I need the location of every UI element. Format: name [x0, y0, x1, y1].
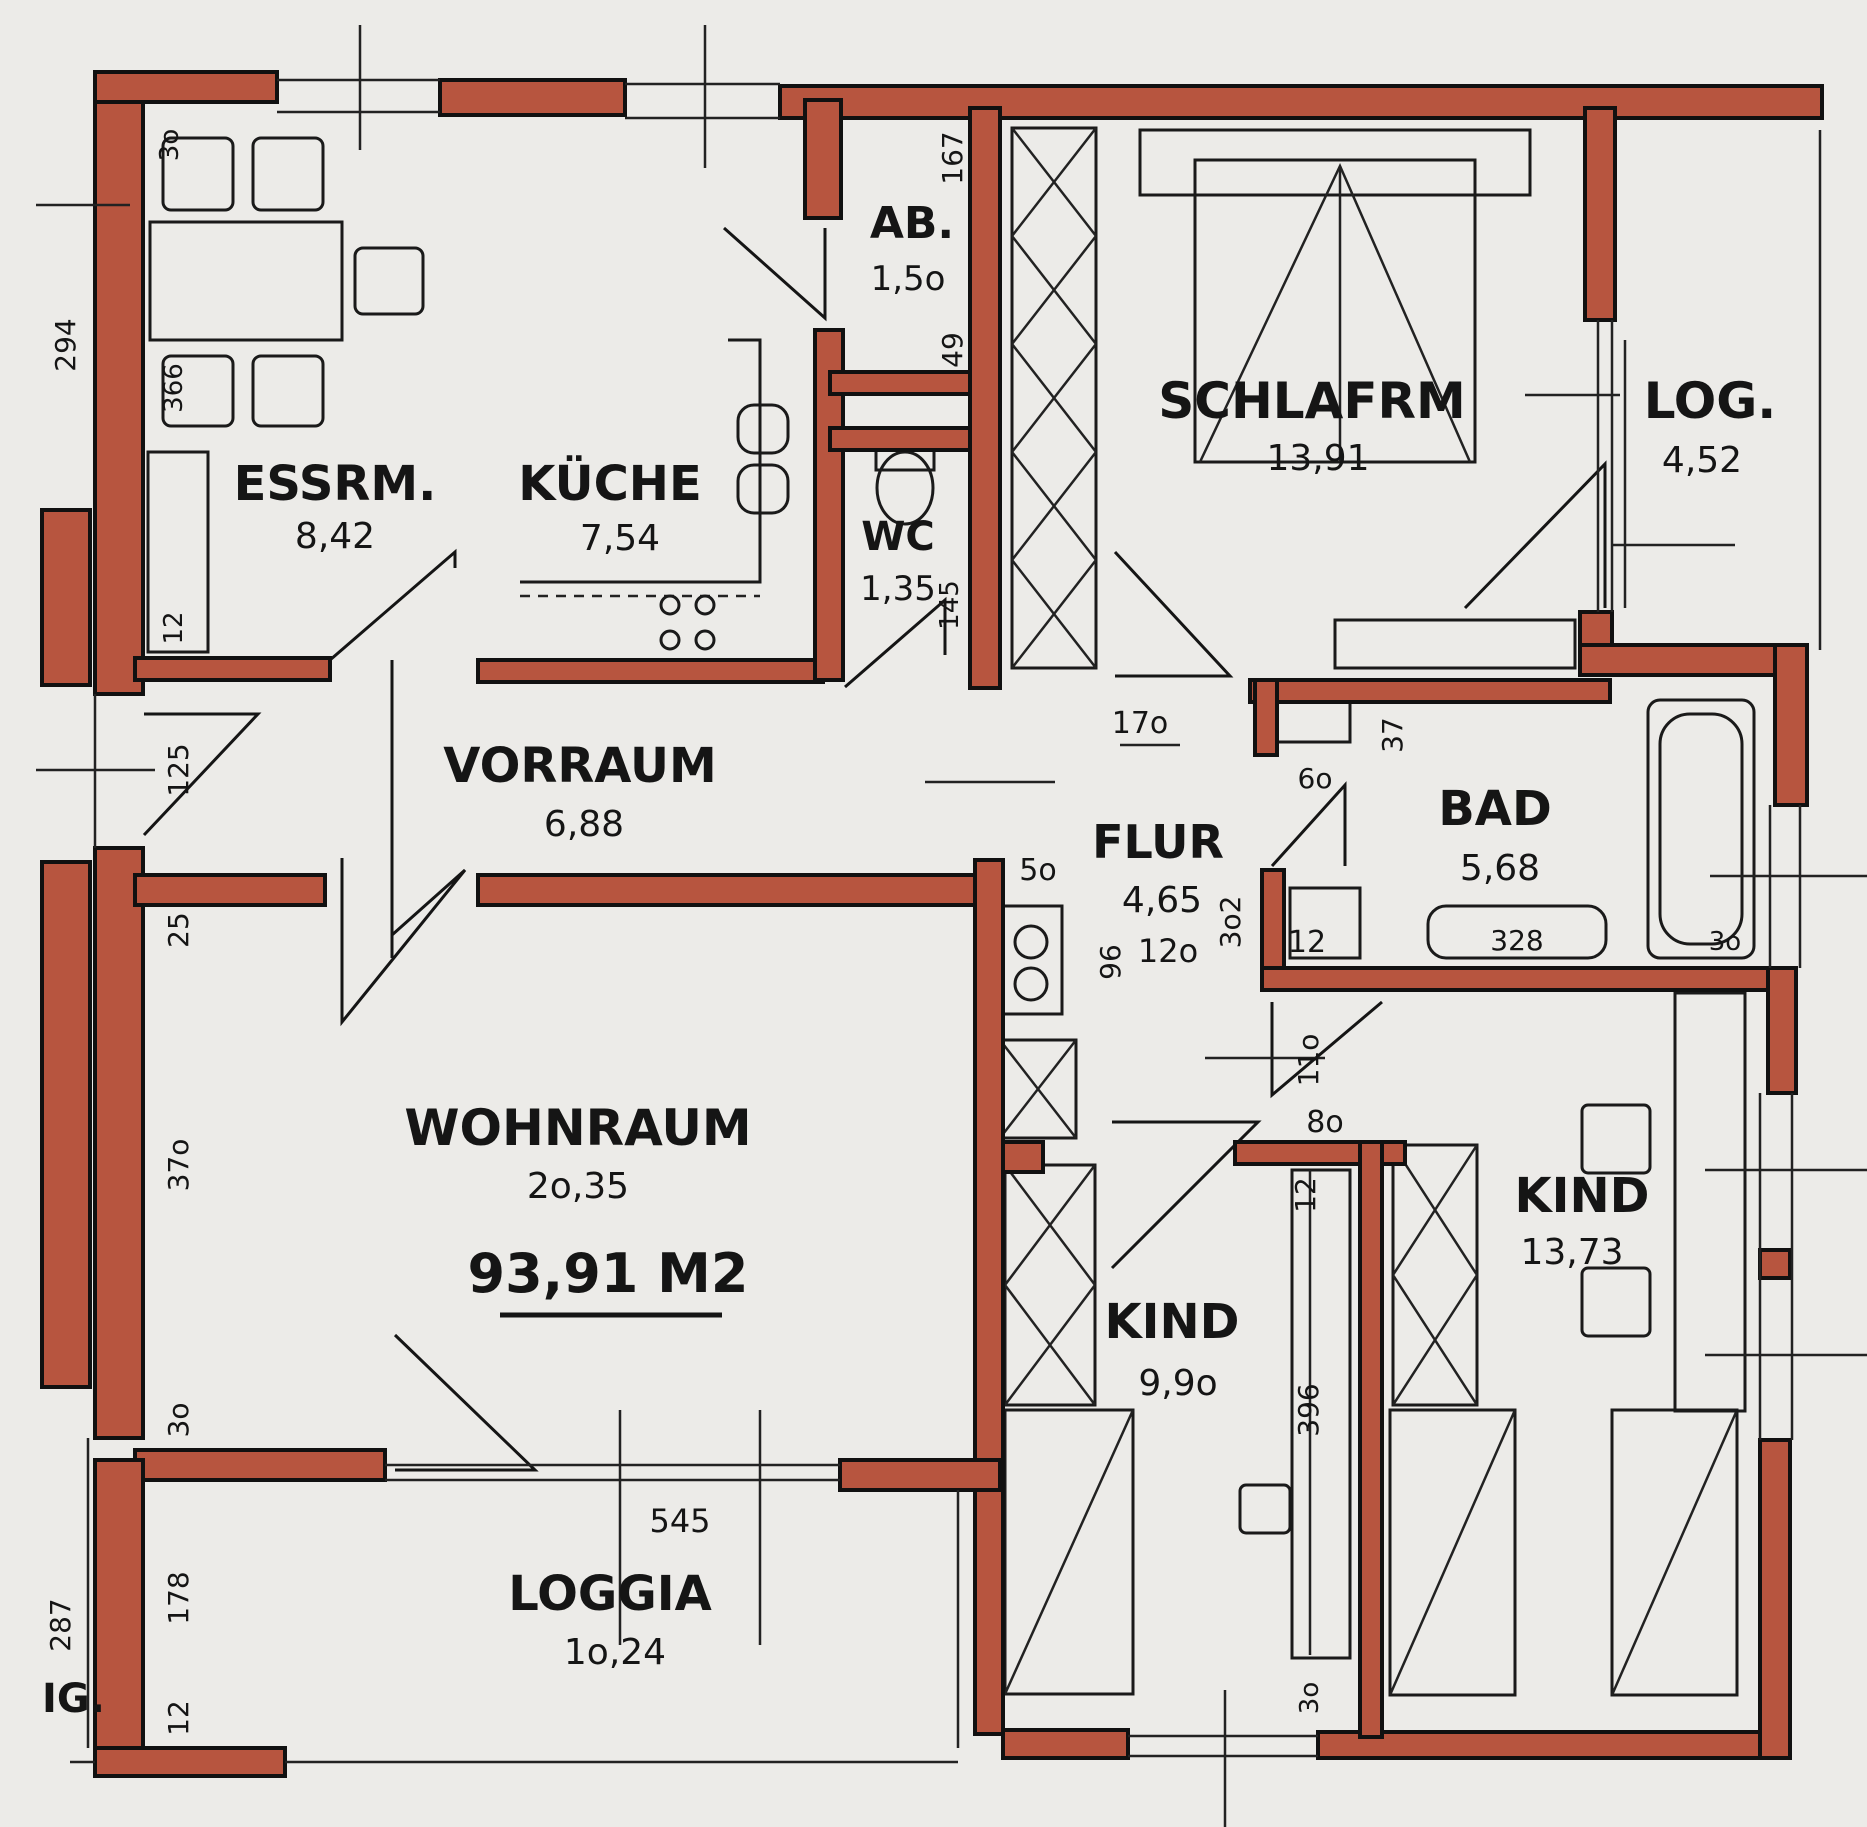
dim-label: 12: [1288, 925, 1326, 960]
dim-label: 366: [159, 363, 189, 413]
dim-label: 37: [1376, 717, 1409, 753]
room-name-kind-large: KIND: [1514, 1168, 1649, 1224]
dining-table: [148, 220, 344, 342]
kitchen-counter: [520, 338, 762, 584]
wardrobe: [1010, 126, 1098, 670]
room-name-bad: BAD: [1438, 781, 1552, 837]
chair: [1238, 1483, 1292, 1535]
chair: [251, 136, 325, 212]
dim-label: 37o: [162, 1139, 195, 1192]
room-labels: ESSRM. 8,42 KÜCHE 7,54 AB. 1,5o WC 1,35 …: [234, 198, 1777, 1673]
chair: [353, 246, 425, 316]
room-name-essrm: ESSRM.: [234, 456, 437, 512]
dim-label: 17o: [1112, 706, 1169, 741]
walls: [40, 70, 1824, 1778]
dim-label: 12: [159, 611, 189, 644]
room-name-flur: FLUR: [1092, 815, 1224, 869]
dim-label: 145: [935, 580, 965, 630]
room-name-vorraum: VORRAUM: [443, 738, 716, 794]
dim-label: 25: [162, 912, 195, 948]
dim-label: 8o: [1306, 1105, 1343, 1140]
dim-label: 11o: [1292, 1034, 1325, 1087]
dim-label: 3o2: [1214, 896, 1247, 949]
room-name-loggia: LOGGIA: [508, 1566, 711, 1622]
room-area-ab: 1,5o: [871, 259, 946, 299]
double-bed: [1193, 158, 1477, 464]
room-area-wohnraum: 2o,35: [527, 1166, 629, 1207]
room-name-kueche: KÜCHE: [518, 455, 702, 512]
double-sink: [1426, 904, 1608, 960]
dim-label: 3o: [1295, 1682, 1325, 1714]
dim-label: 328: [1490, 924, 1543, 957]
dimension-labels: 294 3o 366 12 125 25 37o 3o 287 178 12 1…: [42, 129, 1741, 1736]
wall: [93, 846, 145, 1440]
wardrobe: [1391, 1143, 1479, 1407]
dim-label: 3o: [162, 1403, 195, 1438]
bathtub: [1646, 698, 1756, 960]
room-name-schlafrm: SCHLAFRM: [1158, 372, 1466, 430]
room-area-log: 4,52: [1662, 440, 1742, 481]
room-area-kueche: 7,54: [580, 518, 660, 559]
room-area-essrm: 8,42: [295, 516, 375, 557]
dim-label: 287: [44, 1598, 77, 1651]
sideboard: [146, 450, 210, 654]
room-name-kind-small: KIND: [1104, 1294, 1239, 1350]
chimney: [998, 904, 1064, 1016]
bench: [1333, 618, 1577, 670]
sink: [736, 463, 790, 515]
headboard: [1138, 128, 1532, 197]
dim-label: 12: [1289, 1177, 1322, 1213]
room-area-schlafrm: 13,91: [1266, 438, 1369, 479]
dim-label: 3o: [155, 129, 185, 161]
room-area-flur: 4,65: [1122, 880, 1202, 921]
chair: [1580, 1103, 1652, 1175]
dim-label: 12o: [1138, 932, 1198, 970]
room-area-wc: 1,35: [860, 569, 936, 609]
dim-label: 545: [649, 1502, 710, 1540]
room-area-bad: 5,68: [1460, 848, 1540, 889]
dim-label: 5o: [1019, 853, 1056, 888]
total-area: 93,91 M2: [468, 1242, 749, 1305]
sink: [736, 403, 790, 455]
dim-label: 3o: [1709, 927, 1741, 957]
wall: [93, 70, 145, 696]
desk: [1673, 991, 1747, 1413]
room-name-wohnraum: WOHNRAUM: [404, 1099, 751, 1157]
chair: [161, 136, 235, 212]
chair: [161, 354, 235, 428]
room-area-kind-large: 13,73: [1520, 1232, 1623, 1273]
bed: [1388, 1408, 1517, 1697]
dim-label: 49: [936, 332, 969, 368]
furniture: [146, 126, 1756, 1697]
dim-label: 125: [162, 743, 195, 796]
door-swings: [142, 226, 1607, 1472]
room-area-vorraum: 6,88: [544, 804, 624, 845]
bad-cabinet: [1288, 886, 1362, 960]
chair: [1580, 1266, 1652, 1338]
desk: [1290, 1168, 1352, 1660]
dim-label: 396: [1292, 1383, 1325, 1436]
dim-label: 12: [162, 1700, 195, 1736]
windows: [36, 25, 1867, 1827]
room-name-ab: AB.: [870, 198, 954, 249]
dim-label: 178: [162, 1571, 195, 1624]
room-area-loggia: 1o,24: [564, 1632, 666, 1673]
chair: [251, 354, 325, 428]
dim-label: 6o: [1298, 762, 1333, 795]
room-name-log: LOG.: [1644, 372, 1777, 430]
room-area-kind-small: 9,9o: [1138, 1363, 1217, 1404]
dim-label: 294: [49, 318, 82, 371]
dim-label: 167: [936, 131, 969, 184]
wardrobe: [1003, 1163, 1097, 1407]
dim-label: 96: [1094, 944, 1127, 980]
edge-text: IG.: [42, 1676, 105, 1722]
room-name-wc: WC: [861, 514, 934, 560]
